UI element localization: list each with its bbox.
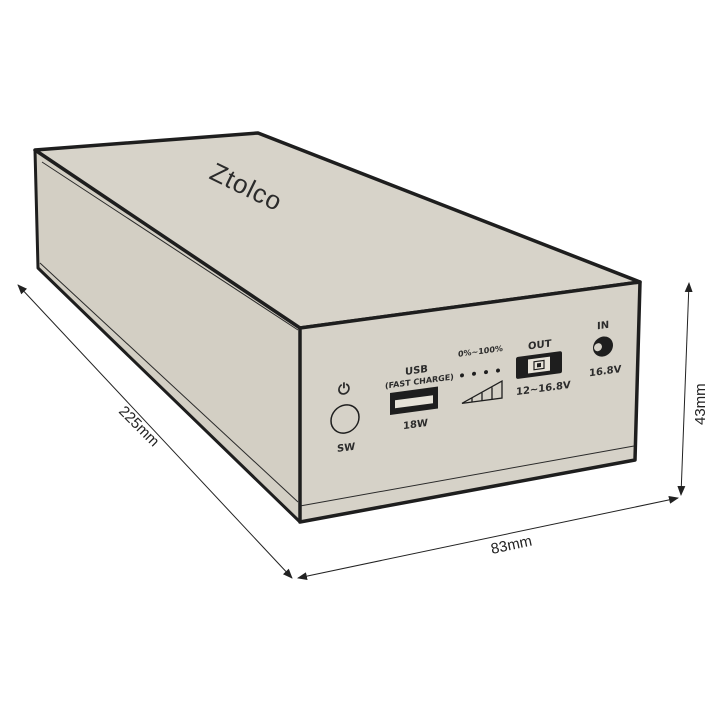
height-dimension-line [677,282,693,496]
usb-title: USB [405,364,428,378]
height-label: 43mm [692,383,709,425]
in-port[interactable] [593,335,613,358]
battery-level-icon [461,379,503,405]
length-label: 225mm [115,403,162,450]
usb-rating: 18W [403,418,428,432]
power-label: SW [337,442,355,455]
out-title: OUT [528,338,552,352]
length-dimension-line [17,284,293,579]
power-icon: ⏻ [338,379,350,399]
in-rating: 16.8V [589,364,622,379]
in-title: IN [597,320,609,333]
power-button-group: ⏻ SW [330,379,360,455]
in-port-group: IN 16.8V [589,320,622,380]
width-dimension-line [297,495,679,581]
power-button[interactable] [330,403,360,435]
